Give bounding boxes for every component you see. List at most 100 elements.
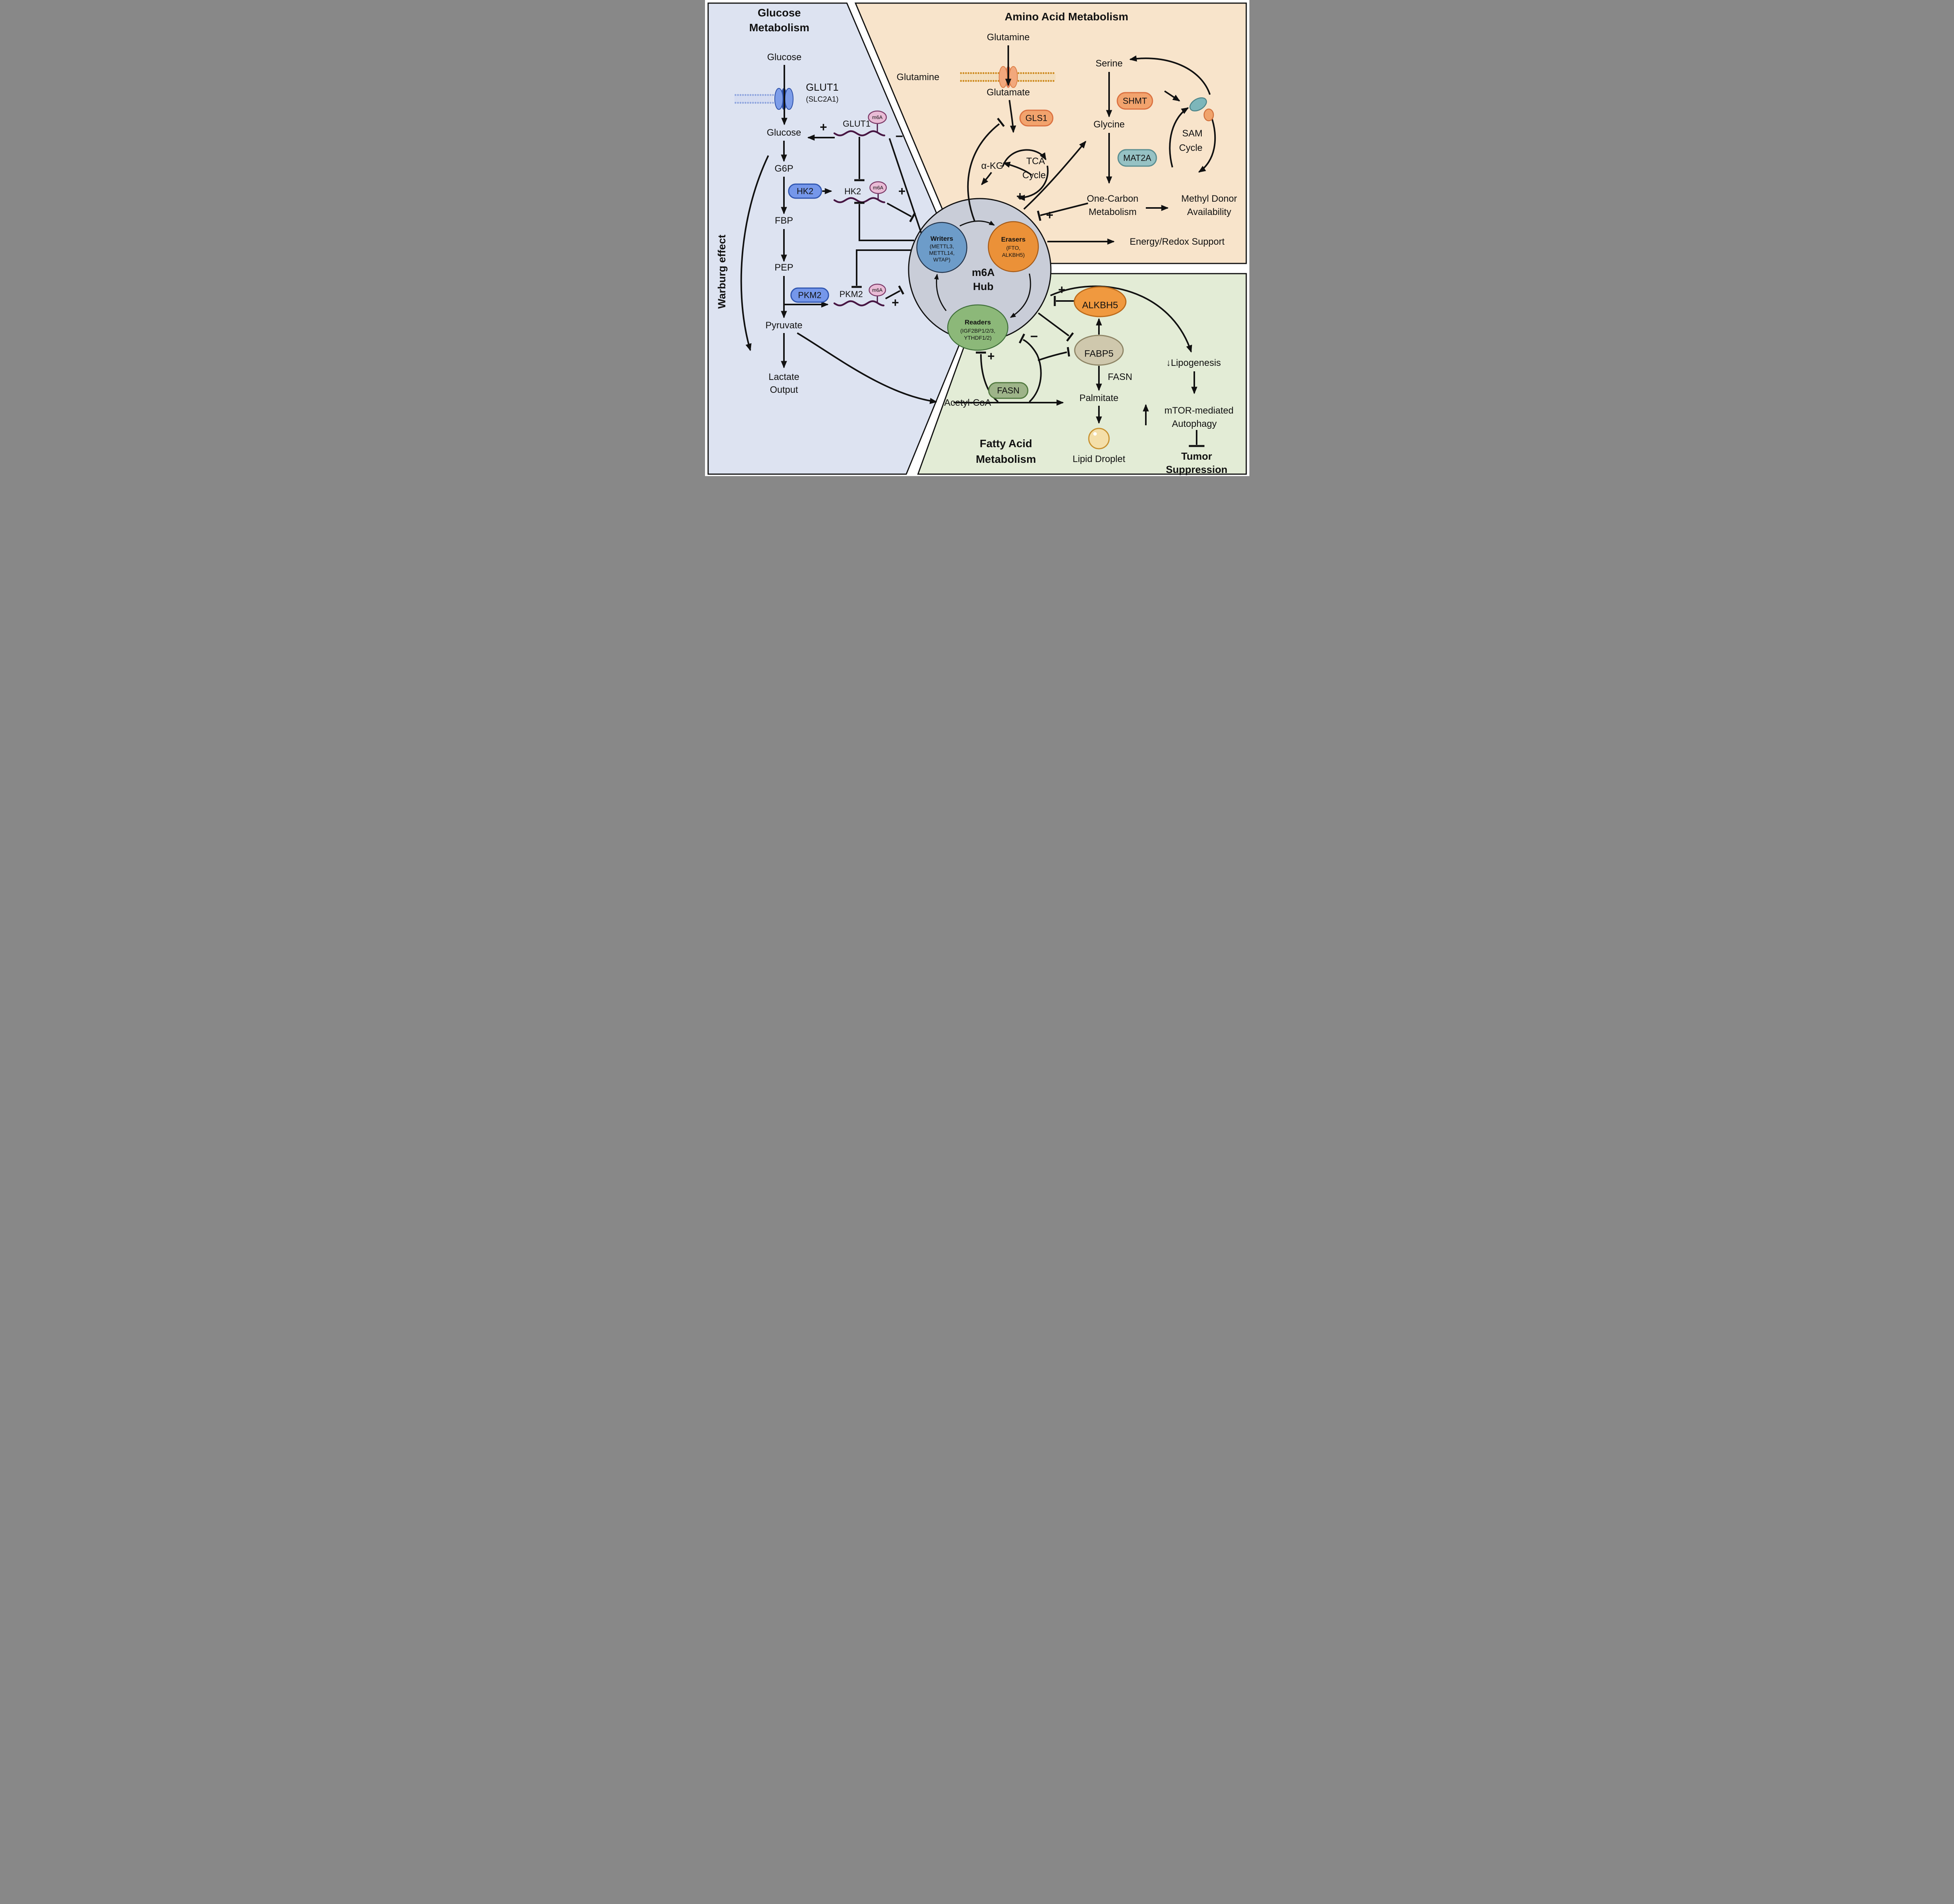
tca-cycle-arc-top — [1002, 149, 1047, 167]
glut1-mrna — [833, 130, 885, 136]
plus-onecarbon: + — [1046, 208, 1053, 222]
writers-group-label-2: METTL14, — [929, 250, 954, 256]
plus-pkm2: + — [891, 296, 899, 310]
gls1-enzyme: GLS1 — [1019, 109, 1053, 127]
methyl-donor-label-1: Methyl Donor — [1181, 193, 1237, 204]
hub-to-glycine-curve — [1023, 141, 1086, 210]
amino-panel-title: Amino Acid Metabolism — [1004, 11, 1128, 23]
alkbh5-node: ALKBH5 — [1074, 286, 1126, 317]
erasers-to-readers-arc — [1009, 273, 1031, 318]
hub-inhibits-fabp5 — [1038, 312, 1069, 337]
fbp-label: FBP — [775, 215, 793, 226]
sam-label-1: SAM — [1182, 128, 1202, 139]
glut1-transporter-label: GLUT1 — [806, 81, 839, 93]
tbar-fabp5-top — [1066, 332, 1074, 342]
pkm2-mrna — [833, 300, 884, 306]
writers-group-label-3: WTAP) — [933, 256, 950, 263]
sam-enzyme-complex — [1189, 97, 1214, 122]
pyruvate-label: Pyruvate — [765, 320, 802, 331]
plasma-membrane-glucose — [734, 94, 774, 104]
hk2-enzyme-label: HK2 — [796, 186, 813, 196]
tca-cycle-arc-bottom — [1017, 165, 1049, 201]
hk2-m6a-mark-label: m6A — [873, 185, 883, 191]
pkm2-m6a-mark-label: m6A — [872, 287, 882, 293]
readers-group: Readers (IGF2BP1/2/3,YTHDF1/2) — [947, 304, 1008, 351]
tbar-fasn-minus — [1018, 333, 1025, 344]
one-carbon-label-2: Metabolism — [1088, 207, 1136, 217]
acetyl-coa-label: Acetyl-CoA — [944, 398, 991, 408]
writers-group: Writers(METTL3,METTL14,WTAP) — [916, 222, 967, 273]
akg-down-arc — [981, 172, 992, 185]
readers-group-label-0: Readers — [964, 319, 991, 326]
pkm2-m6a-mark: m6A — [868, 283, 886, 302]
sam-cycle-arc-right — [1198, 116, 1216, 173]
hub-label-2: Hub — [973, 281, 993, 292]
writers-group-label-1: (METTL3, — [929, 243, 954, 249]
tca-label-2: Cycle — [1022, 170, 1045, 181]
glut1-m6a-mark-label: m6A — [872, 115, 882, 120]
energy-redox-label: Energy/Redox Support — [1129, 236, 1224, 247]
mat2a-enzyme-label: MAT2A — [1123, 153, 1151, 163]
glutamate-to-tca-arrow — [1008, 100, 1016, 133]
warburg-curve-arrow — [740, 155, 769, 351]
shmt-enzyme: SHMT — [1117, 92, 1153, 110]
alkbh5-node-label-0: ALKBH5 — [1082, 300, 1118, 310]
plus-alkbh5: + — [1058, 283, 1065, 297]
fasn-inhibits-fabp5-curve — [1037, 351, 1067, 361]
sam-cycle-arc-left — [1168, 107, 1189, 168]
fasn-reaction-label: FASN — [1108, 372, 1132, 382]
sam-to-serine-curve — [1129, 55, 1211, 95]
sam-label-2: Cycle — [1179, 143, 1202, 153]
erasers-group-label-1: (FTO, — [1006, 245, 1020, 251]
tbar-plus-pkm2-at-hub — [898, 285, 904, 295]
hub-inhibits-glutaminolysis — [967, 123, 1000, 222]
tbar-glutamate — [997, 118, 1005, 127]
onecarbon-to-hub-line — [1040, 202, 1088, 216]
palmitate-label: Palmitate — [1079, 393, 1118, 403]
plus-fasn: + — [987, 349, 995, 363]
hub-inhibits-pkm2mrna — [855, 249, 911, 286]
tbar-plus-hk2-at-hub — [909, 212, 916, 222]
fatty-panel-title-1: Fatty Acid — [979, 437, 1032, 450]
serine-label: Serine — [1095, 58, 1122, 69]
fatty-panel-title-2: Metabolism — [975, 453, 1036, 465]
tumor-label-1: Tumor — [1181, 450, 1212, 462]
plus-glut1: + — [820, 120, 827, 134]
methyl-donor-label-2: Availability — [1187, 207, 1231, 217]
hub-label-1: m6A — [972, 267, 995, 278]
plus-hk2: + — [898, 184, 905, 198]
hk2-m6a-mark: m6A — [869, 181, 887, 199]
mtor-label-2: Autophagy — [1172, 419, 1217, 429]
tca-label-1: TCA — [1026, 156, 1045, 167]
hub-to-lipogenesis-curve — [1050, 285, 1192, 353]
hk2-enzyme: HK2 — [788, 183, 822, 199]
erasers-group-label-2: ALKBH5) — [1002, 252, 1024, 258]
slc2a1-label: (SLC2A1) — [806, 95, 838, 104]
erasers-group-label-0: Erasers — [1001, 236, 1025, 243]
glut1-m6a-mark: m6A — [868, 110, 887, 132]
fasn-minus-curve — [1022, 339, 1042, 403]
minus-fabp5: − — [1030, 329, 1038, 344]
pep-label: PEP — [774, 262, 793, 273]
hk2-mrna — [833, 197, 885, 203]
glutamate-label: Glutamate — [986, 87, 1030, 98]
gls1-enzyme-label: GLS1 — [1025, 113, 1047, 123]
glucose-panel-title-2: Metabolism — [749, 21, 809, 34]
hk2-mrna-label: HK2 — [844, 186, 861, 196]
fabp5-node: FABP5 — [1074, 335, 1124, 366]
lactate-label-2: Output — [769, 385, 798, 395]
shmt-enzyme-label: SHMT — [1122, 96, 1147, 106]
pkm2mrna-plus-line — [885, 290, 900, 299]
tumor-label-2: Suppression — [1166, 464, 1227, 475]
lipogenesis-label: ↓Lipogenesis — [1166, 358, 1220, 368]
tca-to-akg-arc — [1002, 161, 1032, 176]
hub-inhibits-hk2mrna — [858, 204, 914, 241]
readers-group-label-2: YTHDF1/2) — [964, 335, 991, 341]
pkm2-enzyme: PKM2 — [790, 287, 829, 303]
glucose-extracellular: Glucose — [767, 52, 801, 63]
g6p-label: G6P — [774, 163, 793, 174]
lactate-label-1: Lactate — [768, 372, 799, 382]
readers-group-label-1: (IGF2BP1/2/3, — [960, 328, 995, 334]
glut1mrna-minus-line — [888, 138, 928, 252]
